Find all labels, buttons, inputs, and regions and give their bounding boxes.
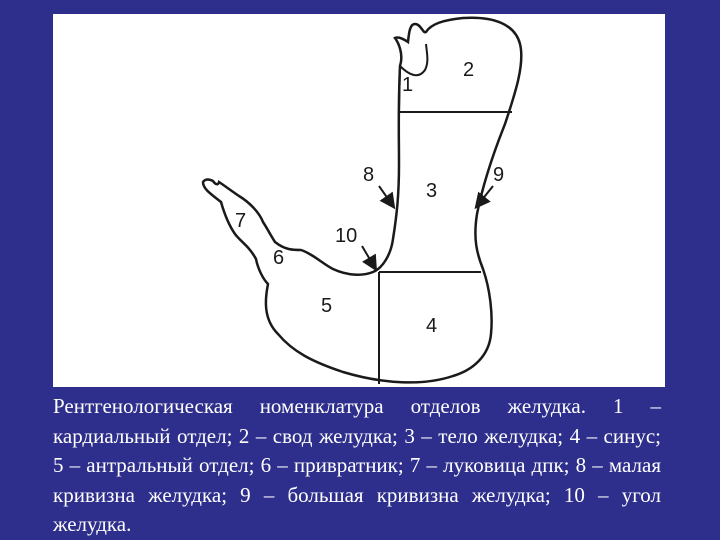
stomach-outline: [201, 16, 523, 384]
angle-arrow: [361, 245, 378, 272]
label-cardia: 1: [402, 74, 413, 96]
stomach-diagram: 1 2 3 4 5 6 7 8 9 10: [201, 16, 523, 384]
lesser-curvature-arrow: [378, 185, 396, 210]
label-bulb: 7: [235, 210, 246, 232]
stomach-diagram-panel: 1 2 3 4 5 6 7 8 9 10: [53, 14, 665, 387]
label-fundus: 2: [463, 59, 474, 81]
label-lesser-curvature: 8: [363, 164, 374, 186]
label-angle: 10: [335, 225, 357, 247]
label-sinus: 4: [426, 315, 437, 337]
label-pylorus: 6: [273, 247, 284, 269]
cardia-boundary: [399, 43, 429, 77]
cardia-fundus-boundary: [398, 65, 401, 113]
label-body: 3: [426, 180, 437, 202]
label-antrum: 5: [321, 295, 332, 317]
greater-curvature-arrow: [474, 185, 494, 210]
figure-caption: Рентгенологическая номенклатура отделов …: [53, 394, 661, 536]
label-greater-curvature: 9: [493, 164, 504, 186]
